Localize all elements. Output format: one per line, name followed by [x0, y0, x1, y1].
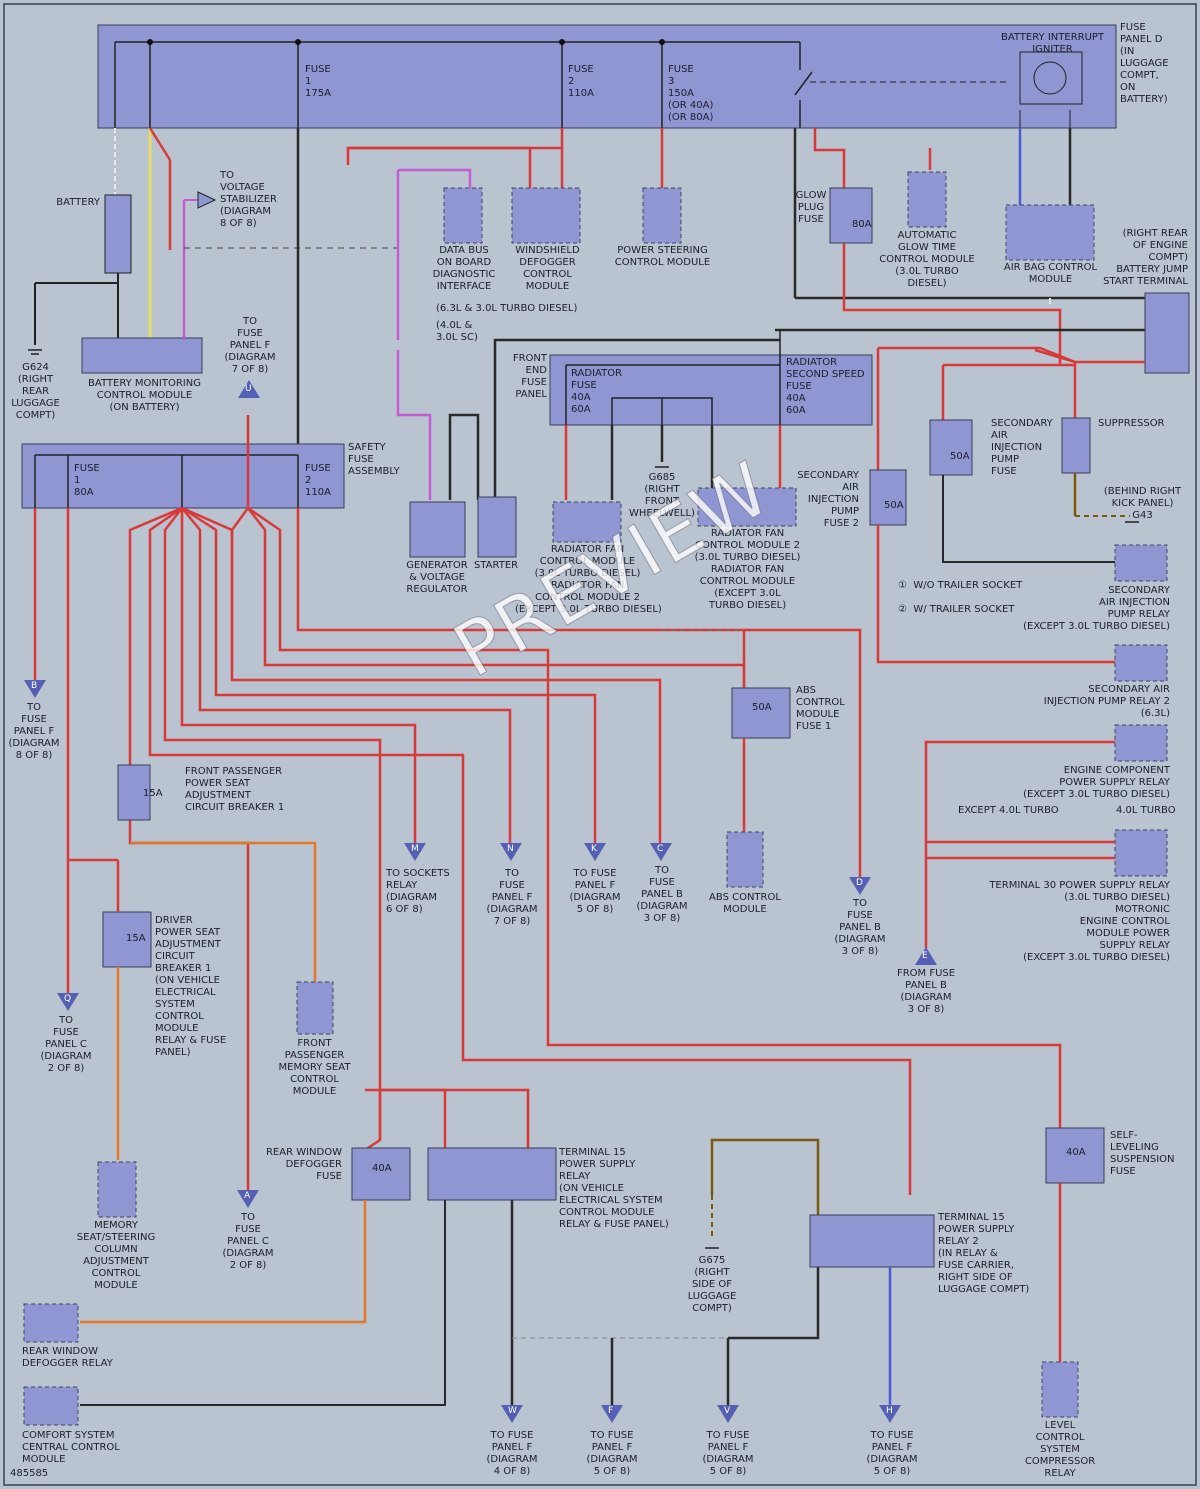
radiator-fuse-label: RADIATOR FUSE 40A 60A	[571, 368, 623, 415]
secondary-air-relay-label: SECONDARY AIR INJECTION PUMP RELAY (EXCE…	[1023, 585, 1170, 632]
connector-m-down: M	[404, 843, 426, 861]
suppressor-label: SUPPRESSOR	[1098, 418, 1165, 429]
dr-15a: 15A	[126, 933, 146, 944]
connector-k-down: K	[584, 843, 606, 861]
from-fuse-b-label: FROM FUSE PANEL B (DIAGRAM 3 OF 8)	[896, 968, 956, 1015]
power-steering-label: POWER STEERING CONTROL MODULE	[614, 245, 711, 268]
abs-fuse-label: ABS CONTROL MODULE FUSE 1	[796, 685, 845, 732]
sec-air-50a: 50A	[950, 451, 970, 462]
t2hn-note: (6.3L & 3.0L TURBO DIESEL)	[436, 303, 578, 314]
to-fuse-f7b-label: TO FUSE PANEL F (DIAGRAM 7 OF 8)	[486, 868, 538, 927]
radiator-second-label: RADIATOR SECOND SPEED FUSE 40A 60A	[786, 357, 865, 416]
safety-fuse2-label: FUSE 2 110A	[305, 463, 331, 498]
voltage-stabilizer-label: TO VOLTAGE STABILIZER (DIAGRAM 8 OF 8)	[220, 170, 277, 229]
bottom-f5c-label: TO FUSE PANEL F (DIAGRAM 5 OF 8)	[866, 1430, 918, 1477]
front-pass-memory-label: FRONT PASSENGER MEMORY SEAT CONTROL MODU…	[278, 1038, 351, 1097]
fuse-panel-d-label: FUSE PANEL D (IN LUGGAGE COMPT, ON BATTE…	[1120, 22, 1169, 105]
jump-start-label: (RIGHT REAR OF ENGINE COMPT) BATTERY JUM…	[1103, 228, 1188, 287]
rw-40a: 40A	[372, 1163, 392, 1174]
sl-40a: 40A	[1066, 1147, 1086, 1158]
figure-id: 485585	[10, 1468, 49, 1479]
connector-d-down: D	[849, 877, 871, 895]
abs-module-label: ABS CONTROL MODULE	[709, 892, 781, 915]
to-fuse-c2b-label: TO FUSE PANEL C (DIAGRAM 2 OF 8)	[222, 1212, 274, 1271]
terminal15-label: TERMINAL 15 POWER SUPPLY RELAY (ON VEHIC…	[559, 1147, 669, 1230]
driver-breaker-label: DRIVER POWER SEAT ADJUSTMENT CIRCUIT BRE…	[155, 915, 227, 1058]
secondary-air-relay2-label: SECONDARY AIR INJECTION PUMP RELAY 2 (6.…	[1043, 684, 1170, 719]
memory-seat-label: MEMORY SEAT/STEERING COLUMN ADJUSTMENT C…	[76, 1220, 156, 1291]
connector-v-down: V	[717, 1405, 739, 1423]
connector-q-down: Q	[57, 993, 79, 1011]
glow-plug-label: GLOW PLUG FUSE	[795, 190, 827, 225]
starter-label: STARTER	[474, 560, 519, 571]
bottom-f5a-label: TO FUSE PANEL F (DIAGRAM 5 OF 8)	[586, 1430, 638, 1477]
secondary-air-fuse-label: SECONDARY AIR INJECTION PUMP FUSE	[991, 418, 1053, 477]
front-end-panel-label: FRONT END FUSE PANEL	[512, 353, 547, 400]
abs-50a: 50A	[752, 702, 772, 713]
legend-1: ① W/O TRAILER SOCKET	[898, 580, 1023, 591]
connector-e-up: E	[915, 947, 937, 965]
g43-label: (BEHIND RIGHT KICK PANEL) G43	[1103, 486, 1182, 521]
to-fuse-f5a-label: TO FUSE PANEL F (DIAGRAM 5 OF 8)	[569, 868, 621, 915]
to-fuse-f8-label: TO FUSE PANEL F (DIAGRAM 8 OF 8)	[8, 702, 60, 761]
connector-u-up: U	[238, 380, 260, 398]
glow-80a: 80A	[852, 219, 872, 230]
fuse3-label: FUSE 3 150A (OR 40A) (OR 80A)	[668, 64, 714, 123]
t17f-note: (4.0L & 3.0L SC)	[436, 320, 478, 343]
airbag-label: AIR BAG CONTROL MODULE	[1003, 262, 1098, 285]
radiator-fan-1-label: RADIATOR FAN CONTROL MODULE (3.0L TURBO …	[515, 544, 662, 615]
bottom-f4-label: TO FUSE PANEL F (DIAGRAM 4 OF 8)	[486, 1430, 538, 1477]
bottom-f5b-label: TO FUSE PANEL F (DIAGRAM 5 OF 8)	[702, 1430, 754, 1477]
connector-b-down: B	[24, 680, 46, 698]
generator-label: GENERATOR & VOLTAGE REGULATOR	[406, 560, 468, 595]
igniter-label: BATTERY INTERRUPT IGNITER	[1000, 32, 1105, 55]
battery-monitoring-label: BATTERY MONITORING CONTROL MODULE (ON BA…	[88, 378, 201, 413]
connector-h-down: H	[879, 1405, 901, 1423]
to-fuse-c2a-label: TO FUSE PANEL C (DIAGRAM 2 OF 8)	[40, 1015, 92, 1074]
connector-a-down: A	[237, 1190, 259, 1208]
fp-15a: 15A	[143, 788, 163, 799]
to-fuse-f7-label: TO FUSE PANEL F (DIAGRAM 7 OF 8)	[224, 316, 276, 375]
connector-n-down: N	[500, 843, 522, 861]
fuse1-label: FUSE 1 175A	[305, 64, 331, 99]
auto-glow-label: AUTOMATIC GLOW TIME CONTROL MODULE (3.0L…	[879, 230, 975, 289]
safety-fuse1-label: FUSE 1 80A	[74, 463, 100, 498]
terminal15-2-label: TERMINAL 15 POWER SUPPLY RELAY 2 (IN REL…	[938, 1212, 1030, 1295]
safety-fuse-label: SAFETY FUSE ASSEMBLY	[348, 442, 400, 477]
except-40-label: EXCEPT 4.0L TURBO	[958, 805, 1059, 816]
to-fuse-b3b-label: TO FUSE PANEL B (DIAGRAM 3 OF 8)	[834, 898, 886, 957]
to-fuse-b3a-label: TO FUSE PANEL B (DIAGRAM 3 OF 8)	[636, 865, 688, 924]
connector-w-down: W	[501, 1405, 523, 1423]
fuse2-label: FUSE 2 110A	[568, 64, 594, 99]
secondary-air-fuse2-label: SECONDARY AIR INJECTION PUMP FUSE 2	[797, 470, 859, 529]
connector-c-down: C	[650, 843, 672, 861]
level-relay-label: LEVEL CONTROL SYSTEM COMPRESSOR RELAY	[1024, 1420, 1096, 1479]
g685-label: G685 (RIGHT FRONT WHEELWELL)	[629, 472, 695, 519]
windshield-label: WINDSHIELD DEFOGGER CONTROL MODULE	[515, 245, 580, 292]
sec-air2-50a: 50A	[884, 500, 904, 511]
g675-label: G675 (RIGHT SIDE OF LUGGAGE COMPT)	[687, 1255, 737, 1314]
rear-window-fuse-label: REAR WINDOW DEFOGGER FUSE	[265, 1147, 342, 1182]
engine-component-label: ENGINE COMPONENT POWER SUPPLY RELAY (EXC…	[1023, 765, 1170, 800]
sockets-label: TO SOCKETS RELAY (DIAGRAM 6 OF 8)	[386, 868, 450, 915]
data-bus-label: DATA BUS ON BOARD DIAGNOSTIC INTERFACE	[432, 245, 496, 292]
self-leveling-label: SELF- LEVELING SUSPENSION FUSE	[1110, 1130, 1175, 1177]
comfort-label: COMFORT SYSTEM CENTRAL CONTROL MODULE	[22, 1430, 120, 1465]
terminal30-label: TERMINAL 30 POWER SUPPLY RELAY (3.0L TUR…	[989, 880, 1170, 963]
connector-f-down: F	[601, 1405, 623, 1423]
g624-label: G624 (RIGHT REAR LUGGAGE COMPT)	[11, 362, 60, 421]
front-pass-breaker-label: FRONT PASSENGER POWER SEAT ADJUSTMENT CI…	[185, 766, 285, 813]
turbo-40-label: 4.0L TURBO	[1116, 805, 1176, 816]
legend-2: ② W/ TRAILER SOCKET	[898, 604, 1015, 615]
radiator-fan-2-label: RADIATOR FAN CONTROL MODULE 2 (3.0L TURB…	[694, 528, 801, 611]
battery-label: BATTERY	[56, 197, 100, 208]
rear-defogger-relay-label: REAR WINDOW DEFOGGER RELAY	[22, 1346, 113, 1369]
fuse-panel-d-box	[97, 24, 1117, 129]
